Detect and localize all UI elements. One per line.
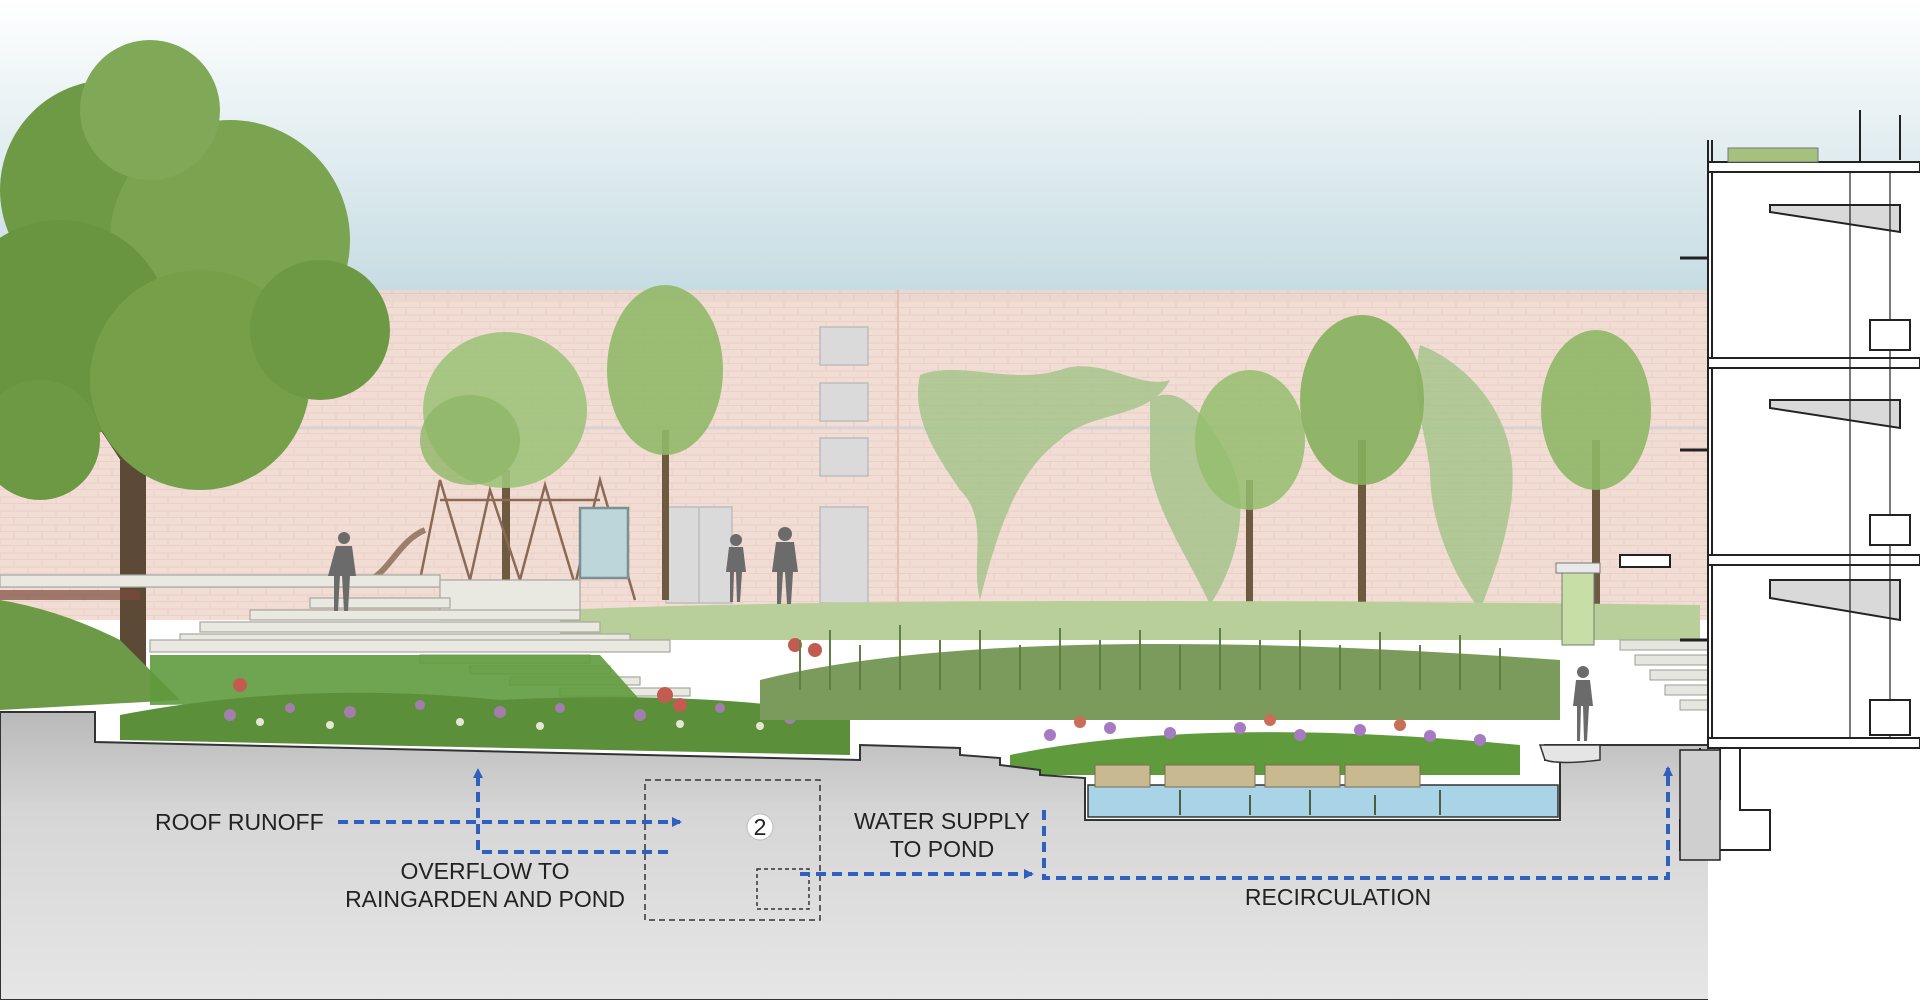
tree-icon (607, 285, 723, 600)
recirculation-label: RECIRCULATION (1245, 884, 1431, 910)
pond (1087, 744, 1601, 818)
tree-icon (420, 332, 587, 600)
large-tree (0, 40, 390, 670)
basement-fill (1679, 749, 1721, 861)
person-icon (772, 527, 798, 604)
ground-section (0, 711, 1711, 1000)
tank-number-badge (746, 813, 774, 841)
roof-runoff-label: ROOF RUNOFF (155, 809, 324, 835)
building-stairs (1619, 639, 1711, 711)
water-feature (1555, 554, 1671, 646)
upper-lawn (560, 601, 1700, 640)
tank-number: 2 (754, 814, 767, 840)
flow-arrows (338, 766, 1673, 880)
wetland-reeds (760, 625, 1560, 720)
wall-openings (665, 326, 869, 604)
flow-arrow-icon (1042, 766, 1673, 880)
building-section-icon (1679, 110, 1920, 1000)
water-supply-label-line1: WATER SUPPLY (854, 808, 1030, 834)
background-trees (420, 285, 1651, 610)
person-icon (328, 532, 356, 611)
overflow-label-line1: OVERFLOW TO (400, 858, 569, 884)
overflow-label-line2: RAINGARDEN AND POND (345, 886, 625, 912)
tree-icon (1195, 370, 1305, 610)
people (328, 527, 1593, 741)
person-icon (726, 534, 746, 602)
water-supply-label-line2: TO POND (890, 836, 994, 862)
mid-lawn (150, 655, 640, 705)
playground-structure (368, 475, 637, 601)
person-icon (1573, 666, 1593, 741)
pond-planting (1010, 714, 1520, 775)
left-planting (0, 590, 180, 710)
flow-arrow-icon (473, 768, 668, 854)
tree-icon (1300, 315, 1424, 610)
tree-icon (1541, 330, 1651, 610)
